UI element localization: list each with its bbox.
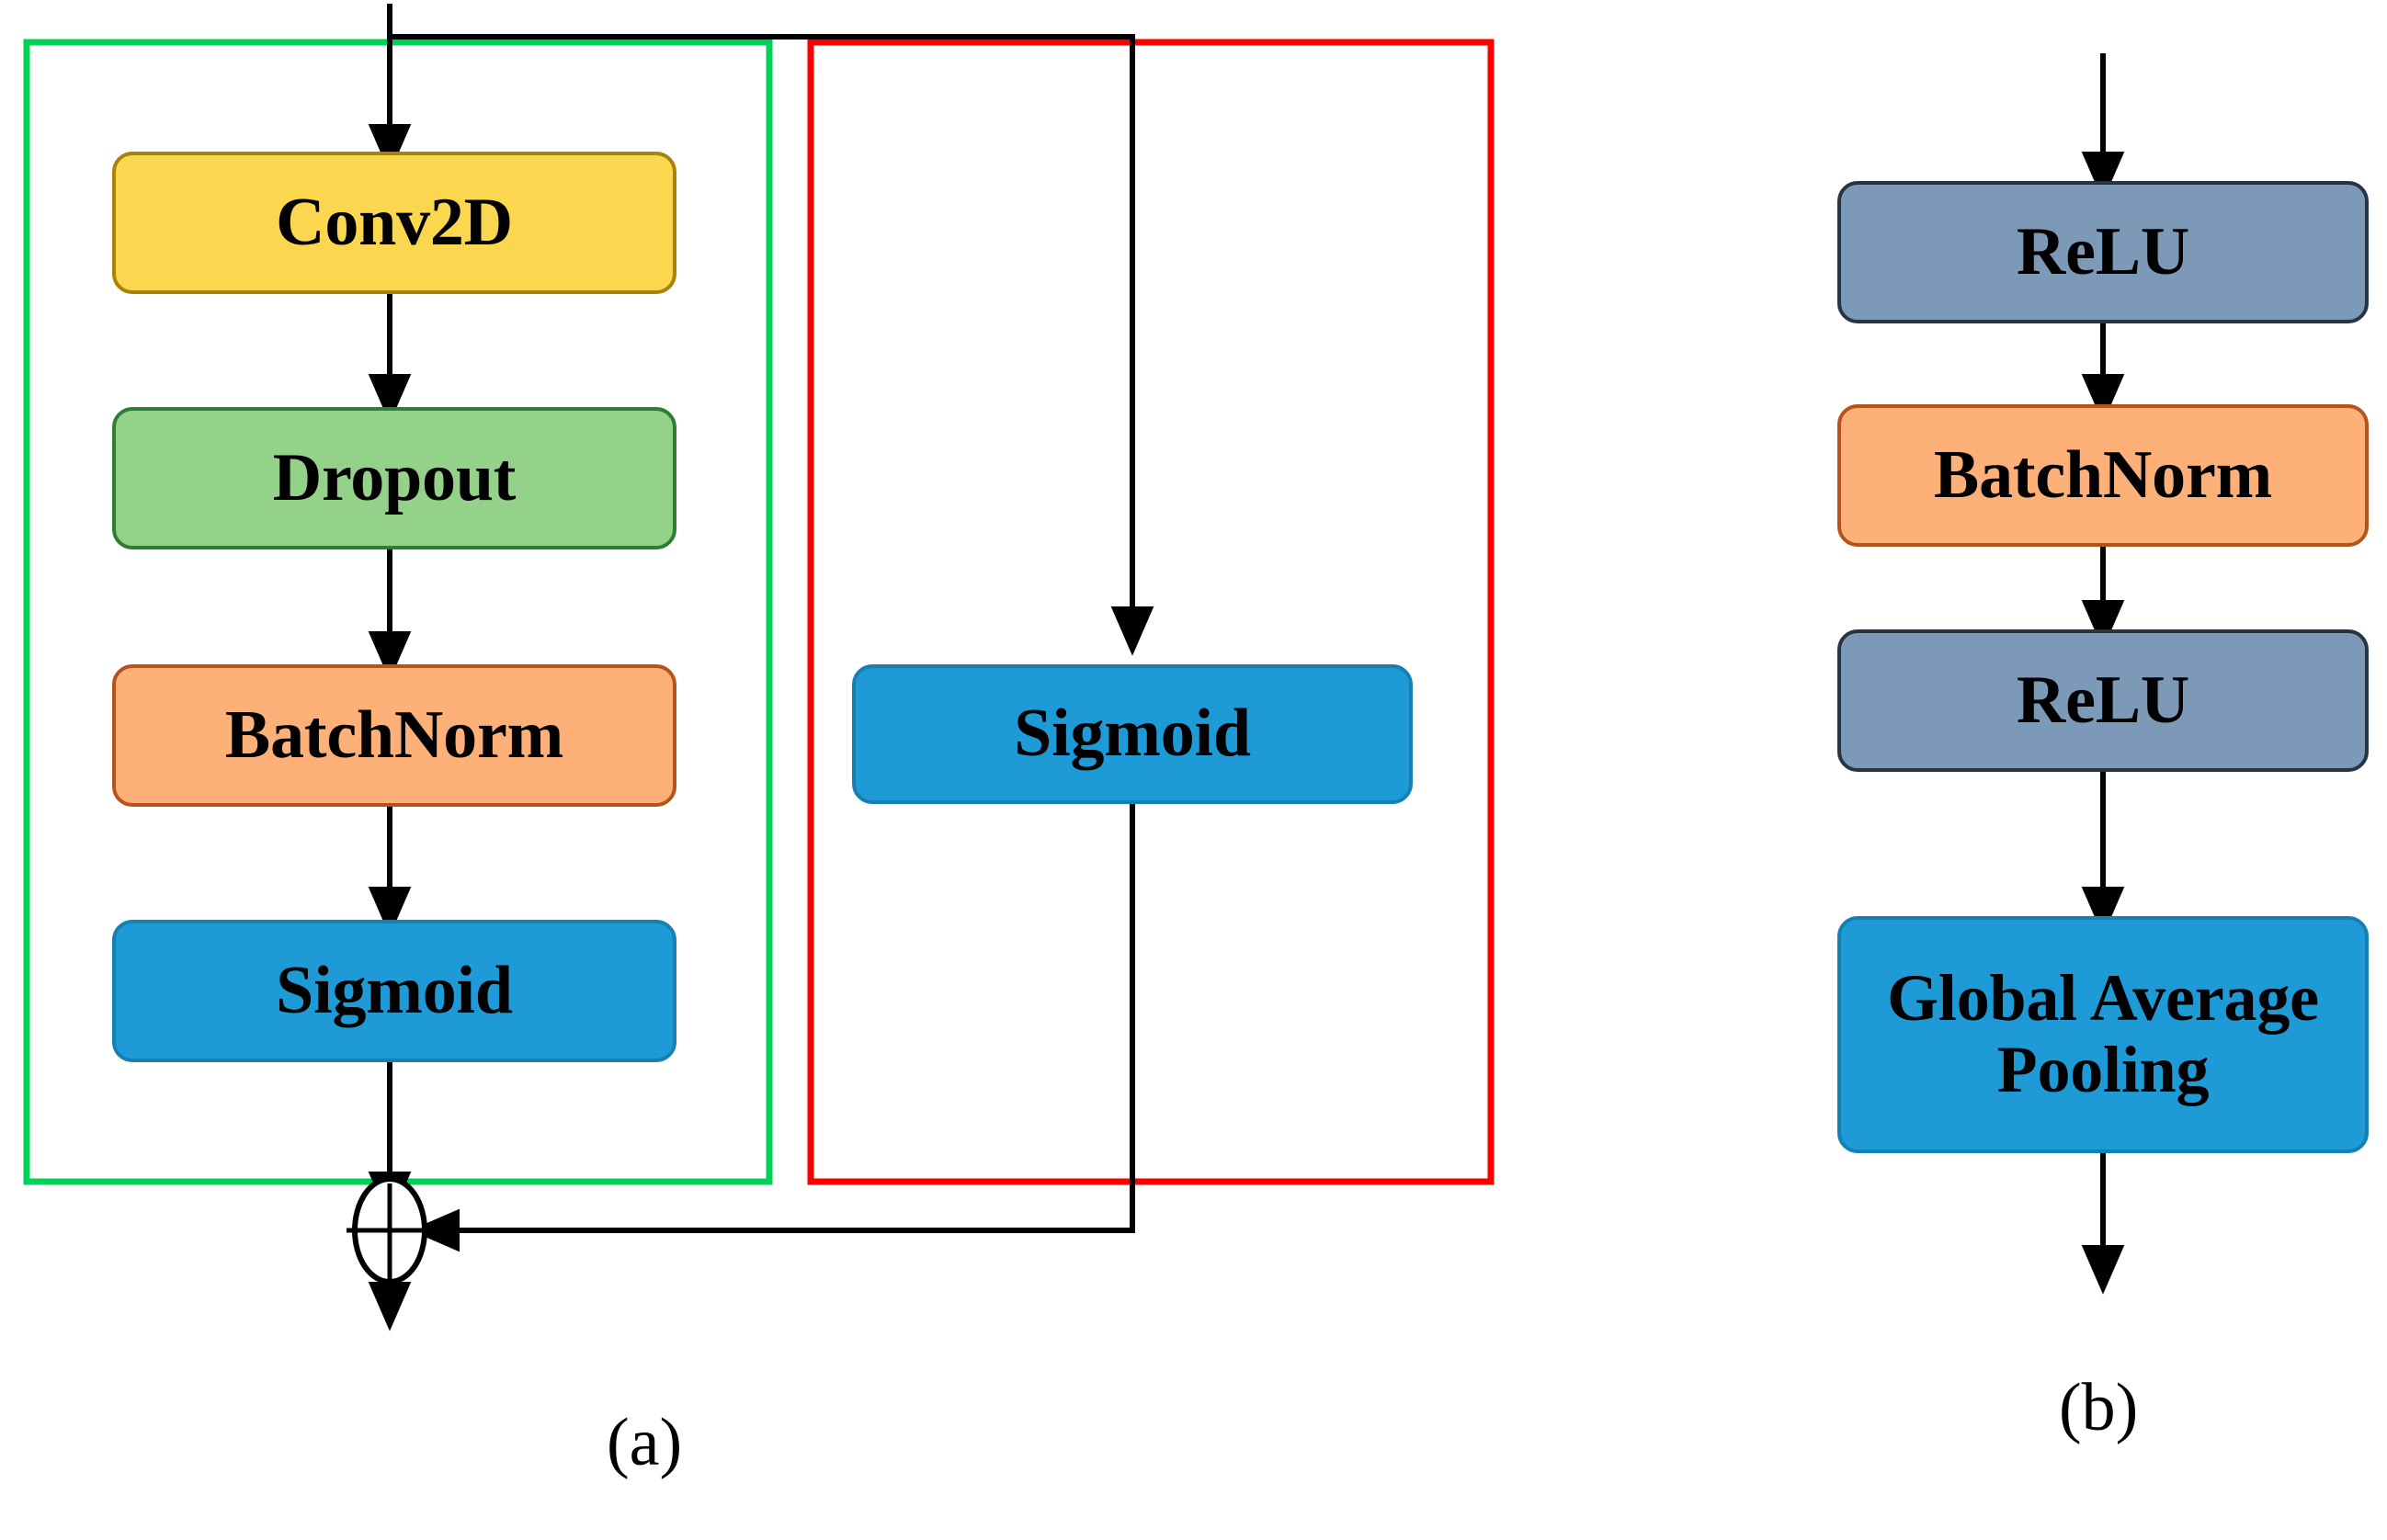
node-batchnorm-a[interactable]: BatchNorm	[112, 664, 676, 807]
gap-label-line-2: Pooling	[1996, 1033, 2210, 1106]
panel-caption-a: (a)	[607, 1405, 683, 1480]
node-sigmoid-side[interactable]: Sigmoid	[852, 664, 1413, 804]
panel-caption-b: (b)	[2059, 1370, 2139, 1445]
node-relu-1[interactable]: ReLU	[1837, 181, 2369, 323]
node-conv2d[interactable]: Conv2D	[112, 152, 676, 294]
node-batchnorm-b[interactable]: BatchNorm	[1837, 404, 2369, 547]
connector-side-sigmoid-to-merge	[410, 804, 1135, 1252]
connector-skip-top	[390, 34, 1154, 656]
gap-label-line-1: Global Average	[1887, 961, 2319, 1036]
node-relu-2[interactable]: ReLU	[1837, 629, 2369, 772]
node-global-average-pooling[interactable]: Global Average Pooling	[1837, 916, 2369, 1153]
node-sigmoid-main[interactable]: Sigmoid	[112, 920, 676, 1062]
node-dropout[interactable]: Dropout	[112, 407, 676, 549]
group-frame-red	[807, 39, 1495, 1185]
